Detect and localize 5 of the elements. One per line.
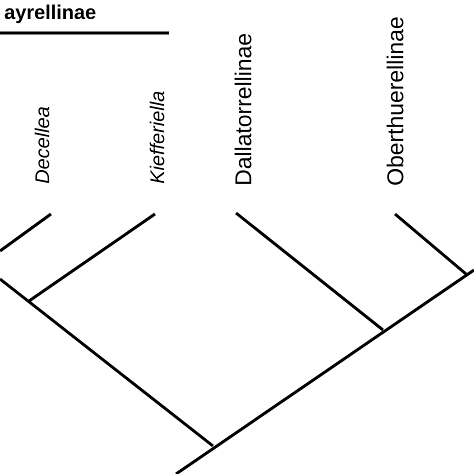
taxon-label: Dallatorrellinae	[234, 34, 252, 184]
taxon-label: Kiefferiella	[150, 91, 164, 184]
taxon-label: Oberthuerellinae	[386, 17, 404, 185]
taxon-label: Decellea	[34, 106, 50, 184]
group-label: ayrellinae	[4, 4, 96, 24]
